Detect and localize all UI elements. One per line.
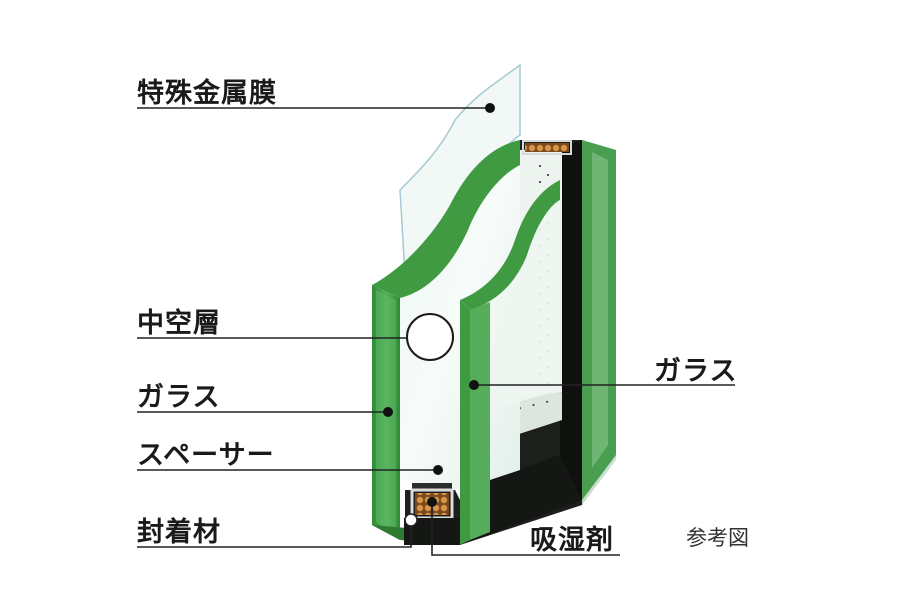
label-glass-left: ガラス — [137, 382, 221, 413]
label-hollow-layer: 中空層 — [137, 308, 221, 339]
dot-glass-right — [469, 380, 479, 390]
dot-spacer — [433, 465, 443, 475]
leader-lines — [137, 107, 735, 556]
leader-desiccant — [431, 502, 620, 556]
label-metal-film: 特殊金属膜 — [137, 78, 277, 109]
label-sealant: 封着材 — [137, 517, 221, 548]
dot-metal-film — [485, 103, 495, 113]
label-desiccant: 吸湿剤 — [530, 525, 614, 556]
reference-note: 参考図 — [686, 526, 749, 550]
top-desiccant-strip — [522, 140, 572, 155]
dot-sealant — [404, 513, 418, 527]
label-spacer: スペーサー — [137, 440, 275, 471]
dot-desiccant — [427, 497, 437, 507]
hollow-layer-marker — [406, 313, 454, 361]
label-glass-right: ガラス — [654, 356, 738, 387]
leader-sealant — [137, 523, 412, 548]
leader-dots — [383, 103, 495, 507]
middle-glass-pane — [460, 180, 560, 545]
dot-glass-left — [383, 407, 393, 417]
